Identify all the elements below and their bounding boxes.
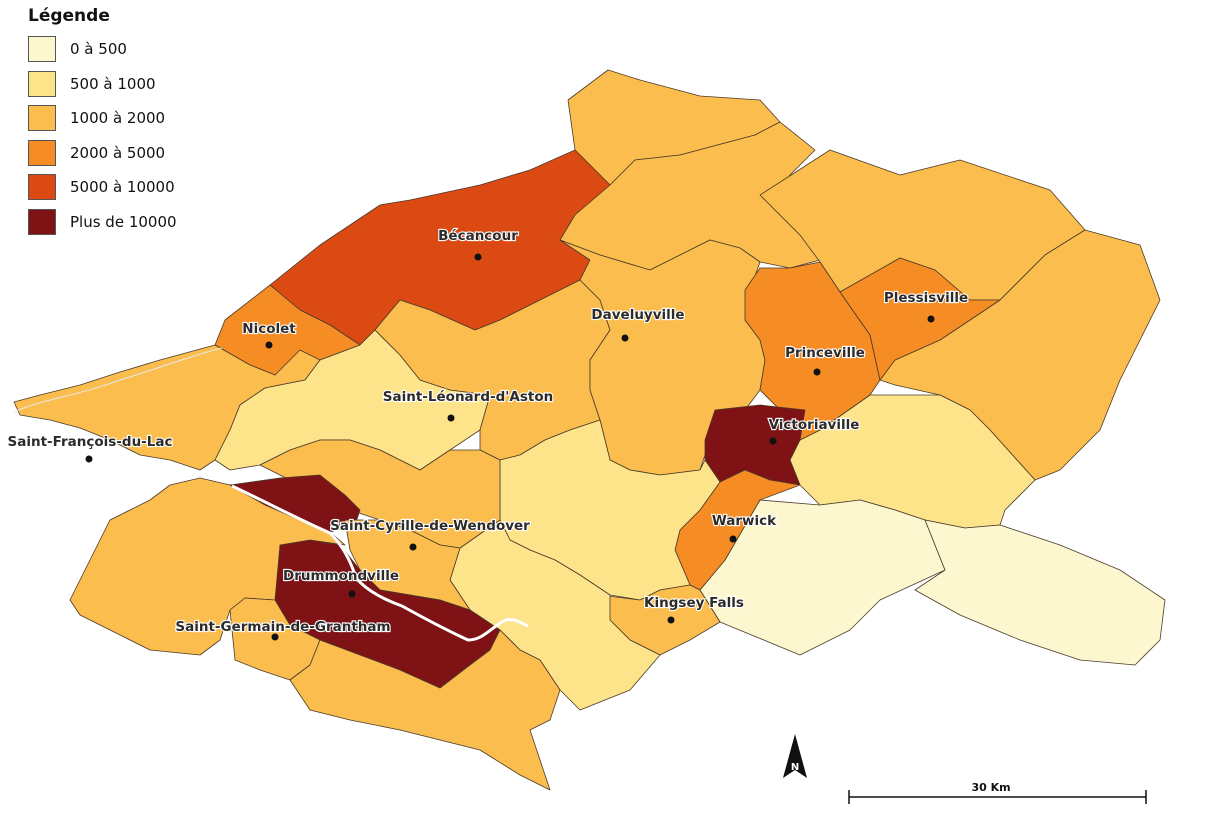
place-label: Saint-Cyrille-de-Wendover bbox=[330, 518, 530, 534]
north-arrow-icon bbox=[783, 734, 807, 778]
legend-label: 0 à 500 bbox=[70, 40, 127, 59]
legend-swatch bbox=[28, 36, 56, 63]
place-dot bbox=[348, 590, 356, 598]
municipality-polygon bbox=[259, 439, 501, 549]
place-label: Victoriaville bbox=[769, 417, 860, 433]
legend-label: 500 à 1000 bbox=[70, 74, 156, 93]
legend-item: 5000 à 10000 bbox=[28, 170, 177, 205]
municipality-polygon bbox=[914, 519, 1166, 666]
municipality-polygon bbox=[69, 477, 346, 656]
legend-item: 2000 à 5000 bbox=[28, 136, 177, 171]
legend-item: 0 à 500 bbox=[28, 32, 177, 67]
legend-swatch bbox=[28, 70, 56, 97]
legend-swatch bbox=[28, 208, 56, 235]
legend-swatch bbox=[28, 105, 56, 132]
legend-swatch bbox=[28, 139, 56, 166]
place-dot bbox=[769, 437, 777, 445]
place-dot bbox=[447, 414, 455, 422]
municipality-polygons bbox=[13, 69, 1166, 791]
legend: Légende 0 à 500 500 à 1000 1000 à 2000 2000… bbox=[28, 6, 177, 239]
scale-bar: 30 Km bbox=[848, 781, 1147, 804]
place-dot bbox=[474, 253, 482, 261]
saint-francois-river bbox=[231, 484, 529, 642]
place-dot bbox=[271, 633, 279, 641]
fleuve-shore bbox=[13, 347, 223, 413]
place-label: Princeville bbox=[785, 345, 865, 361]
legend-item: 500 à 1000 bbox=[28, 67, 177, 102]
north-arrow: N bbox=[783, 734, 807, 778]
legend-swatch bbox=[28, 174, 56, 201]
place-dot bbox=[667, 616, 675, 624]
place-dot bbox=[85, 455, 93, 463]
legend-item: Plus de 10000 bbox=[28, 205, 177, 240]
place-label: Warwick bbox=[712, 513, 777, 529]
legend-label: 2000 à 5000 bbox=[70, 143, 166, 162]
municipality-polygon bbox=[289, 629, 561, 791]
place-label: Kingsey Falls bbox=[644, 595, 744, 611]
legend-title: Légende bbox=[28, 6, 110, 26]
place-dot bbox=[265, 341, 273, 349]
legend-items: 0 à 500 500 à 1000 1000 à 2000 2000 à 5000 5… bbox=[28, 32, 177, 239]
place-dot bbox=[409, 543, 417, 551]
place-dot bbox=[621, 334, 629, 342]
legend-label: 5000 à 10000 bbox=[70, 178, 175, 197]
scale-bar-label: 30 Km bbox=[971, 781, 1010, 794]
municipality-polygon bbox=[744, 261, 881, 441]
municipality-polygon bbox=[839, 257, 1001, 381]
place-label: Bécancour bbox=[438, 228, 518, 244]
place-label: Saint-Léonard-d'Aston bbox=[383, 389, 553, 405]
legend-item: 1000 à 2000 bbox=[28, 101, 177, 136]
place-label: Nicolet bbox=[242, 321, 296, 337]
north-letter: N bbox=[791, 762, 799, 773]
place-dot bbox=[813, 368, 821, 376]
place-label: Daveluyville bbox=[591, 307, 684, 323]
place-dot bbox=[729, 535, 737, 543]
place-label: Saint-François-du-Lac bbox=[8, 434, 173, 450]
place-label: Plessisville bbox=[884, 290, 968, 306]
place-label: Drummondville bbox=[283, 568, 399, 584]
legend-label: Plus de 10000 bbox=[70, 212, 177, 231]
legend-label: 1000 à 2000 bbox=[70, 109, 166, 128]
place-label: Saint-Germain-de-Grantham bbox=[175, 619, 390, 635]
place-dot bbox=[927, 315, 935, 323]
